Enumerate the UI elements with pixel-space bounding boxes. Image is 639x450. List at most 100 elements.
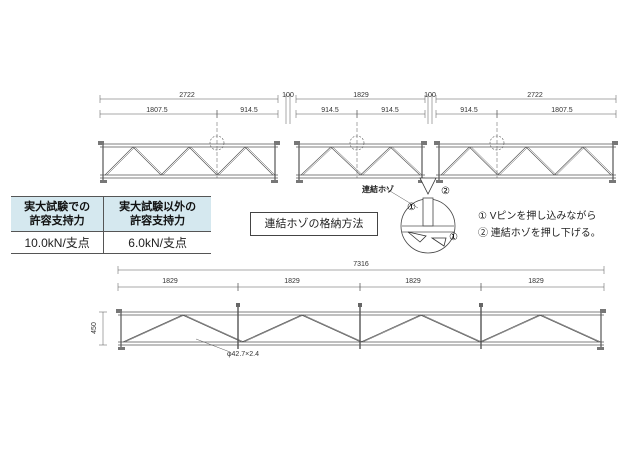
bottom-truss-diagonal (420, 314, 481, 343)
bottom-truss-end-cap-right (600, 309, 606, 313)
bottom-truss-diagonal-inner (184, 314, 245, 343)
bottom-seg-3: 1829 (405, 278, 421, 285)
bottom-seg-4: 1829 (528, 278, 544, 285)
top-truss-right-end-cap-left (434, 141, 440, 145)
top-truss-right-diagonal (469, 146, 498, 176)
top-truss-middle-diagonal (330, 146, 361, 176)
top-truss-middle-diagonal (360, 146, 391, 176)
pipe-leader (195, 338, 231, 353)
top-truss-middle-end-cap-right (421, 141, 427, 145)
top-truss-right-diagonal (582, 146, 612, 176)
top-truss-left-diagonal (244, 146, 274, 176)
top-truss-middle-foot-left (296, 180, 303, 183)
joint-step-1: ① Vピンを押し込みながら (478, 211, 597, 222)
bottom-truss-foot-right (597, 347, 604, 350)
top-truss-right-diagonal-inner (499, 146, 529, 176)
push-arrow-icon-right (430, 237, 447, 247)
bottom-truss-group (116, 303, 606, 350)
top-truss-left-end-cap-left (98, 141, 104, 145)
bottom-truss-diagonal-inner (303, 314, 364, 343)
bottom-truss-diagonal (539, 314, 600, 343)
top-truss-right-diagonal-inner (442, 146, 472, 176)
bottom-truss-diagonal-inner (124, 314, 185, 343)
top-truss-left-diagonal (188, 146, 218, 176)
load-header-other: 実大試験以外の許容支持力 (103, 196, 211, 232)
top-truss-middle-diagonal-inner (302, 146, 333, 176)
joint-label-leader (384, 187, 419, 209)
load-value-other: 6.0kN/支点 (103, 231, 211, 254)
span3-sub-b: 1807.5 (551, 107, 573, 114)
span1-total: 2722 (179, 92, 195, 99)
bottom-height: 450 (91, 322, 98, 334)
bottom-truss-foot-left (118, 347, 125, 350)
top-truss-right-foot-right (609, 180, 616, 183)
top-truss-right-diagonal-inner (471, 146, 500, 176)
top-truss-middle-diagonal (390, 146, 421, 176)
span2-total: 1829 (353, 92, 369, 99)
top-truss-right-foot-left (436, 180, 443, 183)
joint-marker-1a: ① (407, 202, 416, 213)
span3-total: 2722 (527, 92, 543, 99)
gap2-dim: 100 (424, 92, 436, 99)
joint-marker-2: ② (441, 186, 450, 197)
bottom-truss-diagonal-inner (243, 314, 304, 343)
bottom-truss-post-cap (358, 303, 362, 307)
bottom-total: 7316 (353, 261, 369, 268)
span1-sub-a: 1807.5 (146, 107, 168, 114)
bottom-truss-diagonal-inner (422, 314, 483, 343)
top-truss-right-diagonal-inner (556, 146, 585, 176)
bottom-seg-1: 1829 (162, 278, 178, 285)
top-truss-left-diagonal-inner (246, 146, 276, 176)
top-truss-left-diagonal (104, 146, 134, 176)
bottom-seg-2: 1829 (284, 278, 300, 285)
top-truss-left-diagonal-inner (162, 146, 192, 176)
bottom-truss-end-cap-left (116, 309, 122, 313)
down-arrow-icon (419, 177, 437, 195)
bottom-truss-diagonal-inner (481, 314, 542, 343)
bottom-truss-diagonal (182, 314, 243, 343)
load-table-row: 10.0kN/支点 6.0kN/支点 (11, 231, 211, 254)
top-truss-left-diagonal-inner (218, 146, 248, 176)
bottom-dimension-group: 7316 1829 1829 1829 1829 450 φ42.7×2.4 (91, 261, 605, 358)
top-truss-left-diagonal-inner (134, 146, 164, 176)
span1-sub-b: 914.5 (240, 107, 258, 114)
bottom-truss-post-cap (236, 303, 240, 307)
top-truss-right-diagonal-inner (527, 146, 557, 176)
top-truss-right-diagonal (440, 146, 470, 176)
joint-part-label: 連結ホゾ (362, 185, 394, 194)
top-truss-middle-diagonal-inner (332, 146, 363, 176)
joint-marker-1b: ① (449, 232, 458, 243)
joint-pin-body (422, 197, 434, 227)
top-truss-right-end-cap-right (612, 141, 618, 145)
bottom-truss-diagonal (360, 314, 421, 343)
top-truss-right-diagonal (497, 146, 527, 176)
bottom-truss-diagonal (301, 314, 362, 343)
bottom-truss-diagonal (479, 314, 540, 343)
top-truss-left-foot-right (271, 180, 278, 183)
load-table-header-row: 実大試験での許容支持力 実大試験以外の許容支持力 (11, 196, 211, 232)
top-truss-right-diagonal-inner (584, 146, 614, 176)
load-value-full-scale: 10.0kN/支点 (11, 231, 104, 254)
pipe-spec: φ42.7×2.4 (227, 351, 259, 358)
top-truss-left-diagonal-inner (190, 146, 220, 176)
joint-detail-figure (384, 177, 456, 254)
top-truss-left-diagonal (132, 146, 162, 176)
bottom-truss-post-cap (479, 303, 483, 307)
top-truss-middle-diagonal-inner (362, 146, 393, 176)
push-arrow-icon (407, 231, 427, 243)
bottom-truss-diagonal-inner (362, 314, 423, 343)
top-truss-middle-diagonal (300, 146, 331, 176)
top-truss-group (98, 122, 618, 183)
top-truss-left-end-cap-right (274, 141, 280, 145)
joint-step-2: ② 連結ホゾを押し下げる。 (478, 228, 601, 239)
gap1-dim: 100 (282, 92, 294, 99)
top-truss-left-diagonal (216, 146, 246, 176)
bottom-truss-diagonal-inner (541, 314, 602, 343)
span3-sub-a: 914.5 (460, 107, 478, 114)
load-capacity-table: 実大試験での許容支持力 実大試験以外の許容支持力 10.0kN/支点 6.0kN… (11, 196, 211, 254)
span2-sub-b: 914.5 (381, 107, 399, 114)
top-truss-left-diagonal (160, 146, 190, 176)
top-truss-left-diagonal-inner (106, 146, 136, 176)
